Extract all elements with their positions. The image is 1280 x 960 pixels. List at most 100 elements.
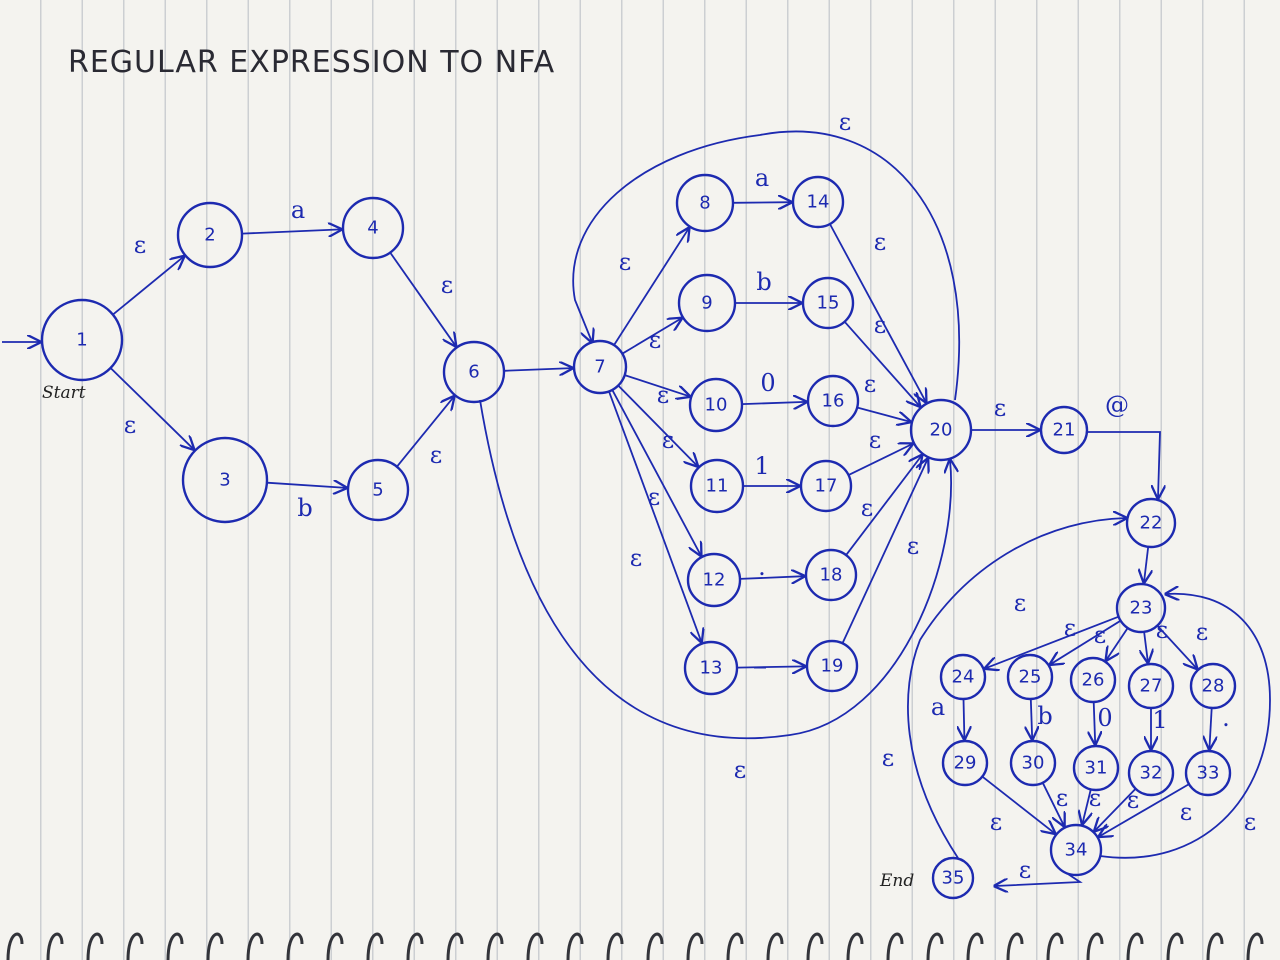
state-circle bbox=[806, 374, 860, 428]
spiral-ring bbox=[806, 932, 824, 960]
spiral-ring bbox=[286, 932, 304, 960]
state-circle bbox=[1072, 744, 1120, 792]
edge-label: ε bbox=[648, 483, 660, 511]
edge-line bbox=[848, 444, 913, 476]
page-title: REGULAR EXPRESSION TO NFA bbox=[68, 45, 555, 80]
state-label: 25 bbox=[1019, 667, 1042, 688]
state-circle bbox=[909, 398, 973, 462]
edge-line bbox=[995, 873, 1083, 886]
spiral-ring bbox=[606, 932, 624, 960]
state-label: 35 bbox=[942, 868, 965, 889]
edge-6-7 bbox=[503, 368, 572, 371]
state-circle bbox=[1127, 749, 1175, 797]
edge-label: ε bbox=[874, 228, 886, 256]
spiral-ring bbox=[926, 932, 944, 960]
edge-13-19: _ bbox=[736, 641, 805, 669]
edge-line bbox=[1156, 624, 1196, 669]
spiral-ring bbox=[966, 932, 984, 960]
edge-7-11: ε bbox=[617, 384, 697, 467]
spiral-ring bbox=[246, 932, 264, 960]
state-19: 19 bbox=[805, 639, 859, 693]
state-label: 16 bbox=[822, 391, 845, 412]
state-2: 2 bbox=[176, 201, 244, 269]
edge-label: . bbox=[758, 553, 766, 581]
edge-line bbox=[112, 257, 184, 316]
spiral-ring bbox=[646, 932, 664, 960]
edge-line bbox=[1031, 698, 1032, 739]
state-10: 10 bbox=[688, 377, 744, 433]
edge-7-8: ε bbox=[613, 228, 689, 346]
spiral-ring bbox=[1046, 932, 1064, 960]
state-circle bbox=[804, 548, 858, 602]
edge-20-7: ε bbox=[572, 108, 960, 401]
edge-line bbox=[617, 384, 697, 467]
edge-line bbox=[1099, 594, 1271, 859]
edge-2-4: a bbox=[241, 196, 341, 234]
state-4: 4 bbox=[341, 196, 405, 260]
state-5: 5 bbox=[346, 458, 410, 522]
edge-27-32: 1 bbox=[1151, 706, 1168, 749]
edge-label: a bbox=[291, 196, 305, 224]
edge-label: b bbox=[297, 494, 312, 522]
edge-line bbox=[621, 318, 681, 355]
edge-label: ε bbox=[1196, 618, 1208, 646]
edge-line bbox=[732, 202, 791, 203]
state-circle bbox=[931, 856, 975, 900]
edge-line bbox=[845, 456, 922, 556]
edge-25-30: b bbox=[1031, 698, 1053, 739]
edge-line bbox=[736, 666, 805, 667]
spiral-ring bbox=[446, 932, 464, 960]
edge-label: a bbox=[755, 164, 769, 192]
state-circle bbox=[341, 196, 405, 260]
edge-35-22: ε bbox=[882, 518, 1126, 859]
state-label: 3 bbox=[219, 470, 230, 491]
spiral-ring bbox=[1246, 932, 1264, 960]
state-circle bbox=[689, 458, 745, 514]
state-label: 28 bbox=[1202, 676, 1225, 697]
edge-line bbox=[503, 368, 572, 371]
edge-label: . bbox=[1222, 704, 1230, 732]
spiral-ring bbox=[526, 932, 544, 960]
edge-5-6: ε bbox=[396, 397, 454, 469]
spiral-ring bbox=[846, 932, 864, 960]
state-circle bbox=[1189, 662, 1237, 710]
edge-7-13: ε bbox=[608, 391, 701, 641]
state-circle bbox=[1039, 405, 1089, 455]
state-14: 14 bbox=[791, 175, 845, 229]
edge-line bbox=[1209, 707, 1211, 749]
state-label: 30 bbox=[1022, 753, 1045, 774]
state-13: 13 bbox=[683, 640, 739, 696]
edge-label: ε bbox=[619, 248, 631, 276]
spiral-ring bbox=[86, 932, 104, 960]
edge-label: ε bbox=[990, 808, 1002, 836]
state-circle bbox=[572, 339, 628, 395]
edge-9-15: b bbox=[735, 268, 801, 303]
state-29: 29 bbox=[941, 739, 989, 787]
edge-33-34: ε bbox=[1099, 783, 1192, 836]
edge-18-20: ε bbox=[845, 456, 922, 556]
state-9: 9 bbox=[677, 273, 737, 333]
edge-label: ε bbox=[1127, 786, 1139, 814]
edge-label: ε bbox=[861, 494, 873, 522]
state-circle bbox=[675, 173, 735, 233]
edge-line bbox=[981, 775, 1054, 834]
state-circle bbox=[688, 377, 744, 433]
edge-line bbox=[907, 518, 1126, 859]
edge-22-23 bbox=[1144, 546, 1148, 582]
edge-29-34: ε bbox=[981, 775, 1054, 836]
spiral-ring bbox=[166, 932, 184, 960]
edge-34-35: ε bbox=[995, 856, 1083, 886]
spiral-ring bbox=[406, 932, 424, 960]
edge-line bbox=[572, 130, 960, 401]
edge-7-10: ε bbox=[624, 374, 690, 409]
edge-line bbox=[1144, 631, 1148, 662]
spiral-ring bbox=[726, 932, 744, 960]
state-circle bbox=[1127, 662, 1175, 710]
state-circle bbox=[1006, 653, 1054, 701]
edge-label: ε bbox=[1019, 856, 1031, 884]
edge-label: ε bbox=[874, 311, 886, 339]
notebook-binding bbox=[6, 932, 1264, 960]
edge-line bbox=[841, 459, 928, 644]
state-circle bbox=[1184, 749, 1232, 797]
